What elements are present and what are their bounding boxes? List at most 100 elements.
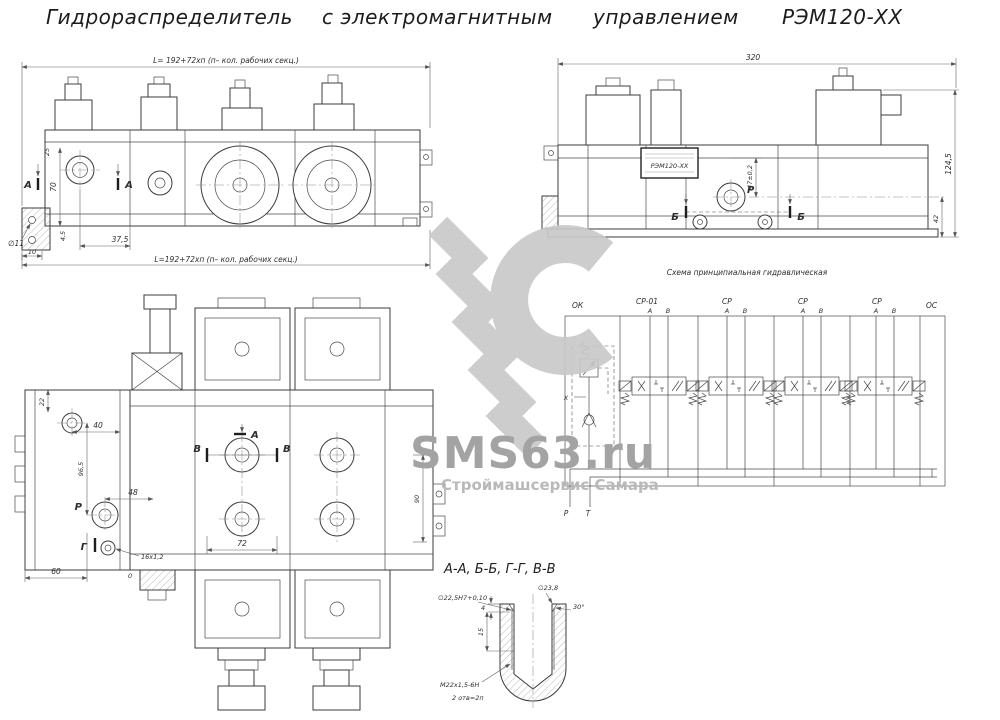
- plan-solenoid-upper-2: [294, 297, 391, 391]
- plan-working-ports: [219, 432, 360, 542]
- plan-solenoid-lower-1: [194, 569, 291, 711]
- svg-text:10: 10: [28, 248, 36, 256]
- watermark-c-shape: [428, 216, 614, 458]
- nameplate-model-text: РЭМ120-ХХ: [651, 162, 689, 170]
- drawing-title-part-1: Гидрораспределитель: [46, 5, 293, 29]
- plan-section-marks: В В А Г Р: [75, 424, 291, 553]
- svg-text:124,5: 124,5: [944, 153, 953, 175]
- schematic-boundary: [564, 315, 946, 487]
- svg-text:В: В: [743, 307, 748, 315]
- front-view: L= 192+72хп (п– кол. рабочих секц.): [8, 56, 433, 269]
- svg-text:В: В: [666, 307, 671, 315]
- side-port-p: Р: [713, 179, 945, 215]
- svg-text:В: В: [819, 307, 824, 315]
- svg-text:37,5: 37,5: [112, 235, 129, 244]
- svg-text:96,5: 96,5: [77, 462, 85, 476]
- hydraulic-schematic: Схема принципиальная гидравлическая ОК С…: [563, 268, 946, 518]
- svg-text:Р: Р: [747, 185, 755, 196]
- svg-text:4,5: 4,5: [59, 231, 67, 241]
- side-dims: 47±0,2 124,5 42: [733, 89, 959, 238]
- schematic-section-labels: ОК СР-01 СР СР СР ОС А В А В А В А В: [572, 297, 938, 315]
- svg-text:А: А: [724, 307, 729, 315]
- drawing-title-part-2: с электромагнитным: [322, 5, 553, 29]
- svg-text:40: 40: [93, 421, 103, 430]
- svg-text:25: 25: [43, 148, 51, 156]
- front-top-components: [54, 74, 355, 131]
- svg-text:А: А: [250, 430, 259, 441]
- svg-text:0: 0: [128, 572, 132, 580]
- svg-text:В: В: [283, 444, 291, 455]
- side-section-marks-b: Б Б: [671, 194, 805, 230]
- svg-text:В: В: [892, 307, 897, 315]
- svg-text:СР: СР: [872, 297, 882, 306]
- svg-text:А: А: [23, 180, 32, 191]
- svg-text:Б: Б: [797, 212, 805, 223]
- svg-text:16х1,2: 16х1,2: [141, 553, 163, 561]
- svg-text:4: 4: [481, 604, 485, 612]
- drawing-title-part-3: управлением: [593, 5, 739, 29]
- svg-text:А: А: [124, 180, 133, 191]
- svg-text:L=192+72хп (п– кол. рабочих се: L=192+72хп (п– кол. рабочих секц.): [154, 255, 297, 264]
- svg-text:В: В: [193, 444, 201, 455]
- svg-text:Б: Б: [671, 212, 679, 223]
- plan-solenoid-upper-1: [194, 297, 291, 391]
- svg-text:Р: Р: [75, 502, 83, 513]
- front-dims: 70 25 4,5 37,5 ∅11 10: [8, 147, 131, 260]
- svg-text:90: 90: [413, 495, 421, 503]
- side-nameplate: РЭМ120-ХХ: [640, 147, 699, 179]
- detail-labels: ∅22,5Н7+0,10 ∅23,8 30° 4 15 М22х1,5-6Н 2…: [438, 584, 585, 702]
- svg-text:47±0,2: 47±0,2: [746, 165, 754, 189]
- svg-text:70: 70: [49, 182, 58, 192]
- schematic-title: Схема принципиальная гидравлическая: [667, 268, 828, 277]
- pilot-x-label: Х: [563, 394, 569, 402]
- svg-text:2 отв=2п: 2 отв=2п: [452, 694, 484, 702]
- svg-text:30°: 30°: [573, 603, 585, 611]
- svg-text:42: 42: [932, 215, 940, 223]
- watermark-caption-text: Строймашсервис Самара: [441, 476, 659, 494]
- front-left-flange: [21, 207, 51, 251]
- port-p-label: Р: [564, 509, 569, 518]
- plan-view: В В А Г Р 40 96,5 22 48 60 0 16х1,2: [14, 294, 446, 711]
- svg-text:М22х1,5-6Н: М22х1,5-6Н: [440, 681, 480, 689]
- svg-text:СР-01: СР-01: [636, 297, 658, 306]
- svg-text:А: А: [647, 307, 652, 315]
- svg-text:∅11: ∅11: [8, 239, 24, 248]
- front-dim-length-top: L= 192+72хп (п– кол. рабочих секц.): [21, 56, 431, 206]
- plan-left-bracket: [139, 569, 176, 601]
- port-t-label: Т: [586, 509, 592, 518]
- svg-text:22: 22: [38, 398, 46, 406]
- plan-solenoid-lower-2: [294, 569, 391, 711]
- front-dim-length-bottom: L=192+72хп (п– кол. рабочих секц.): [21, 230, 431, 269]
- front-ports: [60, 141, 376, 229]
- svg-text:Г: Г: [81, 542, 88, 553]
- detail-drawing: [499, 594, 567, 708]
- svg-text:48: 48: [128, 488, 138, 497]
- svg-text:15: 15: [477, 628, 485, 636]
- svg-text:ОК: ОК: [572, 301, 584, 310]
- side-dim-320: 320: [557, 53, 957, 145]
- plan-dims: 40 96,5 22 48 60 0 16х1,2 72 90: [24, 389, 427, 582]
- front-section-marks-a: А А: [23, 164, 133, 191]
- svg-text:60: 60: [51, 567, 61, 576]
- svg-text:А: А: [800, 307, 805, 315]
- svg-text:ОС: ОС: [926, 301, 938, 310]
- plan-inlet-ports: [57, 408, 123, 556]
- drawing-title-model: РЭМ120-ХХ: [782, 5, 903, 29]
- detail-title: А-А, Б-Б, Г-Г, В-В: [443, 562, 556, 577]
- schematic-rails: Р Т: [564, 468, 937, 518]
- section-detail: А-А, Б-Б, Г-Г, В-В ∅22,5Н7+0,10 ∅23,8 30…: [438, 562, 585, 708]
- schematic-valves: [618, 316, 926, 477]
- plan-pilot-valve: [131, 294, 183, 391]
- side-top-components: [585, 67, 902, 146]
- svg-text:∅22,5Н7+0,10: ∅22,5Н7+0,10: [438, 594, 487, 602]
- svg-text:СР: СР: [798, 297, 808, 306]
- svg-text:СР: СР: [722, 297, 732, 306]
- svg-text:L= 192+72хп (п– кол. рабочих с: L= 192+72хп (п– кол. рабочих секц.): [153, 56, 299, 65]
- watermark-brand-text: SMS63.ru: [410, 428, 657, 479]
- svg-text:320: 320: [746, 53, 761, 62]
- watermark-logo: [428, 216, 614, 458]
- valve-connections: [649, 316, 895, 477]
- svg-text:72: 72: [237, 539, 247, 548]
- svg-text:А: А: [873, 307, 878, 315]
